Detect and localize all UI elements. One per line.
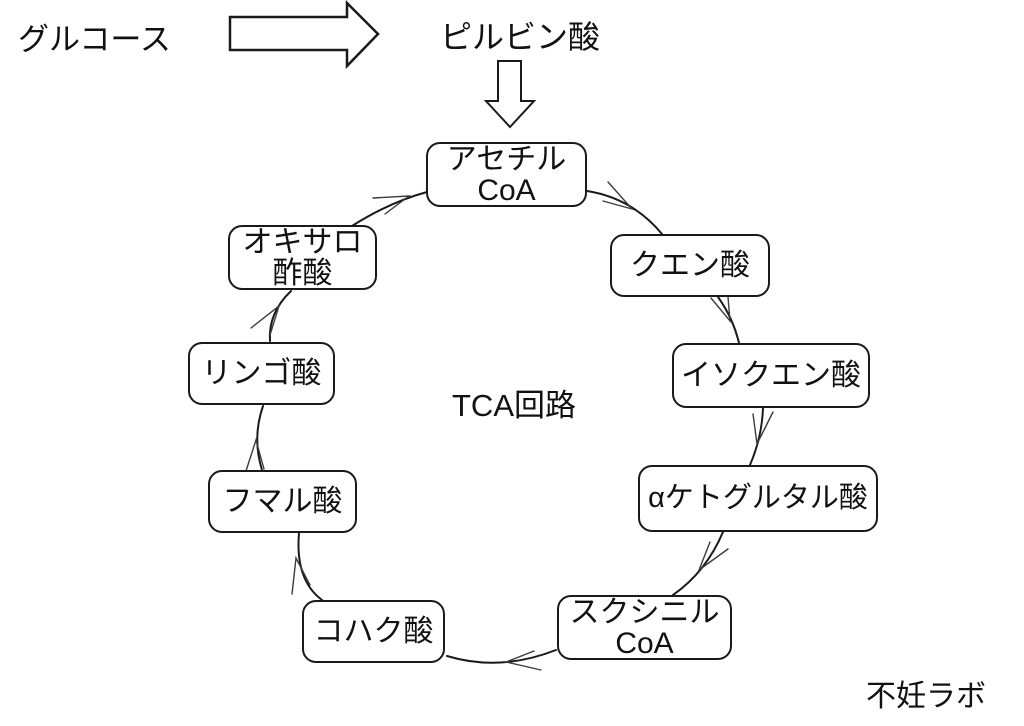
node-label: αケトグルタル酸 [648,482,868,514]
arrowhead-to-oxaloacetate-icon [250,304,281,336]
arrowhead-to-citrate-icon [602,181,635,211]
node-acetyl-coa: アセチル CoA [426,142,587,207]
node-label: アセチル CoA [446,142,567,207]
arrowhead-to-succinate-icon [503,650,542,671]
arrowhead-to-ketoglutarate-icon [752,411,774,447]
node-label: オキサロ 酢酸 [242,225,363,290]
node-label: フマル酸 [222,485,343,518]
node-label: イソクエン酸 [681,359,861,392]
node-succinate: コハク酸 [302,600,445,663]
arc-succinate-to-fumarate [297,532,323,601]
arrowhead-to-malate-icon [244,437,265,475]
arrowhead-to-fumarate-icon [291,555,311,595]
node-label: クエン酸 [630,249,750,282]
pyruvate-label: ピルビン酸 [440,19,601,55]
arc-fumarate-to-malate [256,405,264,471]
node-label: スクシニル CoA [569,595,720,660]
arrowhead-to-succinylcoa-icon [697,541,729,572]
arc-succinylcoa-to-succinate [446,649,557,664]
arrowhead-to-isocitrate-icon [710,284,731,324]
glucose-label: グルコース [18,22,171,57]
node-isocitrate: イソクエン酸 [672,343,870,408]
arc-acetylcoa-to-citrate [586,190,663,235]
node-label: リンゴ酸 [201,357,322,390]
arrowhead-to-acetylcoa-icon [372,195,412,215]
arc-malate-to-oxaloacetate [268,290,292,342]
arc-citrate-to-isocitrate [717,296,740,344]
node-fumarate: フマル酸 [208,470,357,533]
block-arrow-down-icon [483,60,537,129]
node-malate: リンゴ酸 [188,342,335,405]
node-label: コハク酸 [313,615,434,648]
block-arrow-right-icon [228,0,380,70]
arc-oxaloacetate-to-acetylcoa [351,191,428,227]
node-alpha-ketoglutarate: αケトグルタル酸 [638,465,878,532]
node-oxaloacetate: オキサロ 酢酸 [228,225,377,290]
arc-ketoglutarate-to-succinylcoa [672,531,724,596]
node-citrate: クエン酸 [610,234,770,297]
cycle-title: TCA回路 [452,388,576,423]
credit-label: 不妊ラボ [866,680,986,713]
arc-isocitrate-to-ketoglutarate [749,407,764,466]
node-succinyl-coa: スクシニル CoA [557,595,732,660]
